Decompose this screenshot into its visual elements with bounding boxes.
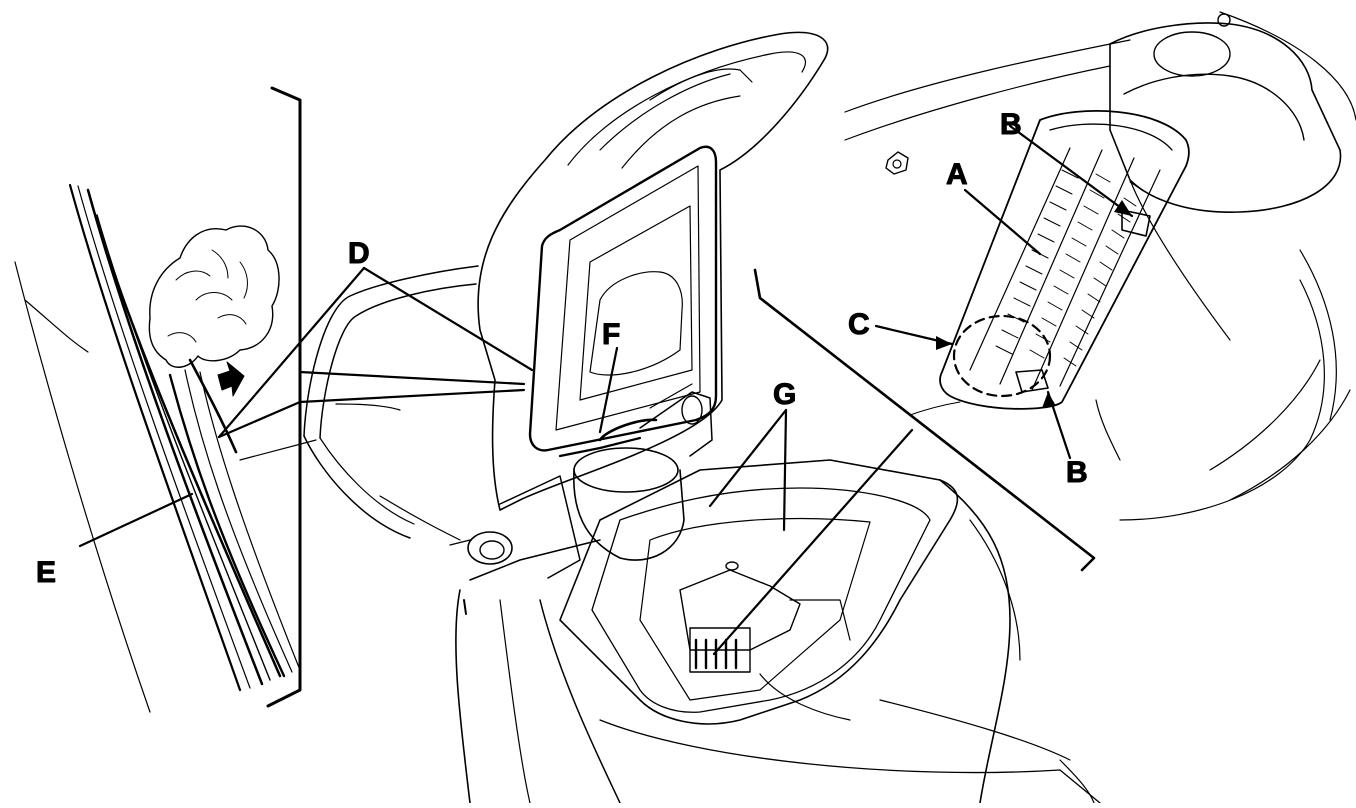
leader-lines xyxy=(78,124,1134,656)
filter-detail xyxy=(753,11,1356,572)
gasket-detail xyxy=(14,86,302,713)
hand-outline xyxy=(148,225,280,368)
filter-cartridge xyxy=(939,109,1190,410)
label-f: F xyxy=(602,318,620,351)
machine-body xyxy=(303,31,1101,804)
label-b-bottom: B xyxy=(1066,456,1088,489)
label-e: E xyxy=(36,556,56,589)
pull-arrow-icon xyxy=(217,361,245,397)
label-b-top: B xyxy=(1000,108,1022,141)
detail-bracket-left xyxy=(266,86,302,708)
label-c: C xyxy=(848,308,870,341)
open-lid xyxy=(477,31,829,511)
label-a: A xyxy=(946,158,968,191)
label-g: G xyxy=(773,378,796,411)
highlight-circle xyxy=(952,314,1052,398)
leader-arrowheads xyxy=(936,200,1132,408)
label-d: D xyxy=(348,237,370,270)
detail-bracket-right xyxy=(753,268,1096,572)
